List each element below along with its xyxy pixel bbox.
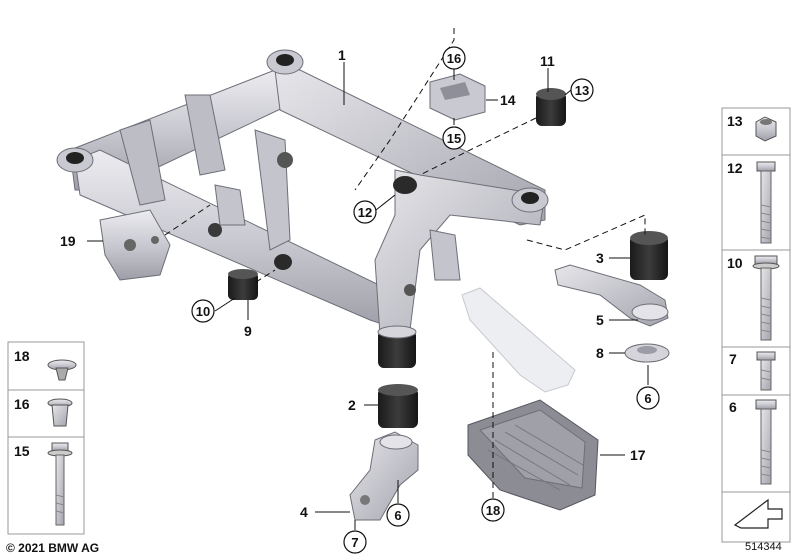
label-part-17: 17 [630,447,646,463]
expansion-nut-icon [47,398,73,427]
callout-part-12: 12 [353,200,377,224]
callout-part-6-lower: 6 [386,503,410,527]
callout-text-6-upper: 6 [644,391,651,406]
bracket-part-5 [554,264,669,327]
callout-part-18: 18 [481,498,505,522]
bracket-part-19 [99,209,171,281]
callout-part-10: 10 [191,299,215,323]
label-part-14: 14 [500,92,516,108]
label-part-11: 11 [540,53,555,69]
callout-part-6-upper: 6 [636,386,660,410]
rubber-mount-part-10 [228,269,258,300]
label-part-4: 4 [300,504,308,520]
washer-part-8 [624,343,670,363]
callout-text-18: 18 [486,503,500,518]
callout-part-16: 16 [442,46,466,70]
callout-part-13: 13 [570,78,594,102]
callout-text-7: 7 [351,535,358,550]
control-arm-outline [461,287,576,393]
legend-label-15: 15 [14,443,30,459]
rear-axle-subframe [56,49,549,368]
legend-label-16: 16 [14,396,30,412]
legend-label-13: 13 [727,113,743,129]
label-part-5: 5 [596,312,604,328]
legend-label-6: 6 [729,399,737,415]
right-hardware-legend: 13 12 10 7 6 [721,107,791,543]
callout-text-15: 15 [447,131,461,146]
bushing-part-3 [630,231,668,280]
diagram-reference-number: 514344 [745,541,782,553]
label-part-9: 9 [244,323,252,339]
collar-screw-icon [47,442,73,526]
legend-label-18: 18 [14,348,30,364]
flange-bolt-icon [752,255,780,341]
callouts: 1 11 14 3 5 8 19 9 2 4 17 16 15 13 12 10 [60,46,660,554]
callout-text-12: 12 [358,205,372,220]
callout-part-15: 15 [442,126,466,150]
callout-text-13: 13 [575,83,589,98]
hex-bolt-icon [755,399,777,485]
copyright-text: © 2021 BMW AG [6,541,100,555]
legend-label-10: 10 [727,255,743,271]
hex-bolt-long-icon [756,161,776,244]
hex-nut-icon [755,116,777,142]
left-hardware-legend: 18 16 15 [7,341,85,535]
callout-text-10: 10 [196,304,210,319]
label-part-19: 19 [60,233,76,249]
direction-arrow-icon [733,498,783,529]
legend-label-12: 12 [727,160,743,176]
callout-text-16: 16 [447,51,461,66]
callout-text-6-lower: 6 [394,508,401,523]
support-part-4 [349,431,419,521]
label-part-8: 8 [596,345,604,361]
bushing-part-2 [378,384,418,428]
push-clip-icon [47,359,77,381]
label-part-1: 1 [338,47,346,63]
legend-label-7: 7 [729,351,737,367]
callout-part-7: 7 [343,530,367,554]
bushing-part-11 [536,88,566,126]
rubber-block-part-14 [429,73,486,121]
underbody-shield-part-17 [467,399,599,511]
short-bolt-icon [756,351,776,391]
leader-lines [87,28,649,530]
label-part-2: 2 [348,397,356,413]
label-part-3: 3 [596,250,604,266]
